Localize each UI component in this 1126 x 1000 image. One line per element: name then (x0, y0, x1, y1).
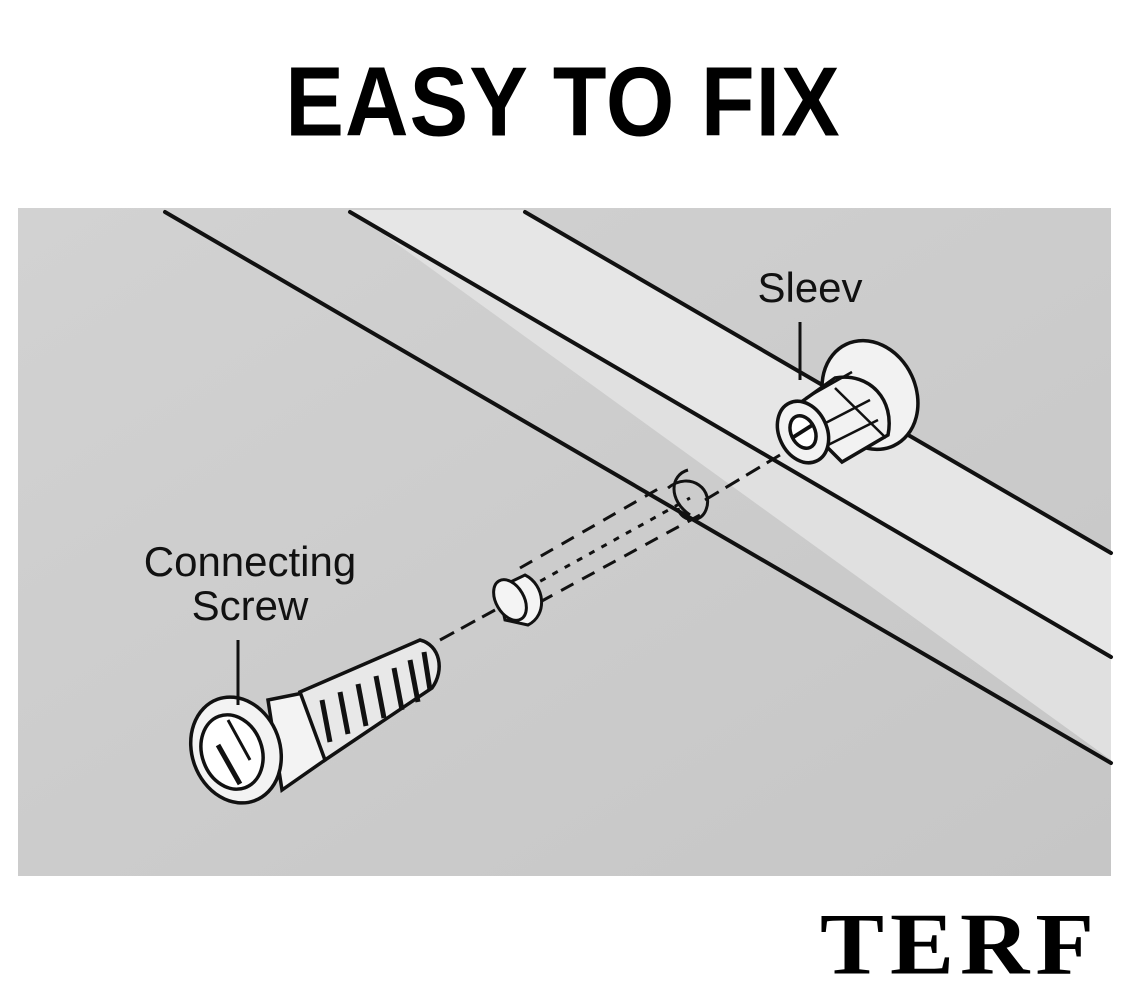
edge-line-1 (163, 210, 1113, 765)
connecting-screw-label-line1: Connecting (143, 538, 357, 585)
connecting-screw (188, 638, 441, 805)
sleeve (775, 338, 920, 465)
sleeve-label: Sleev (757, 264, 863, 311)
headline: EASY TO FIX (285, 46, 841, 157)
edge-line-2 (348, 210, 1113, 659)
connecting-screw-label: Connecting Screw (110, 540, 390, 628)
connecting-screw-label-line2: Screw (191, 582, 309, 629)
edge-line-3 (523, 210, 1113, 555)
brand-logo: TERF (819, 894, 1100, 993)
axis-line-sleeve (704, 453, 781, 502)
dowel-plug (492, 573, 544, 627)
dowel-hole (519, 468, 709, 604)
axis-line-screw (439, 608, 496, 642)
